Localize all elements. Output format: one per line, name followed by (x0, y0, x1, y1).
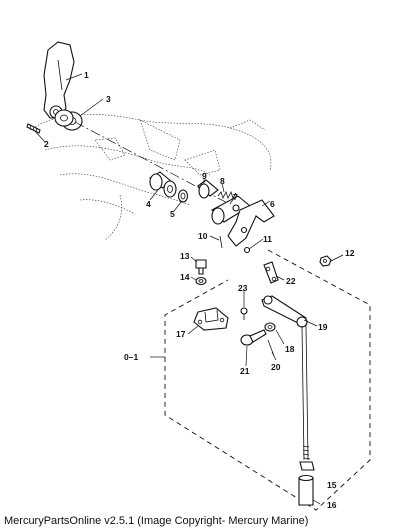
assembly-boundary (164, 249, 371, 511)
leader-lines (33, 73, 344, 505)
callout-3: 3 (106, 94, 111, 104)
callout-21: 21 (240, 366, 250, 376)
callout-20: 20 (271, 362, 281, 372)
callout-17: 17 (176, 329, 186, 339)
washer-14 (195, 276, 207, 286)
clevis-pin (240, 329, 267, 346)
callout-14: 14 (180, 272, 190, 282)
roll-pin (26, 123, 41, 134)
control-rod (301, 325, 311, 461)
callout-labels: 1 2 3 4 5 6 7 8 9 10 11 12 13 14 15 16 1… (44, 70, 355, 510)
callout-5: 5 (170, 209, 175, 219)
callout-9: 9 (202, 171, 207, 181)
callout-16: 16 (327, 500, 337, 510)
washer-set (54, 109, 83, 131)
bushing-pair (149, 171, 177, 198)
callout-4: 4 (146, 199, 151, 209)
rod-nut (299, 461, 315, 471)
mounting-bracket (193, 307, 229, 331)
link-arm (261, 295, 308, 328)
callout-18: 18 (285, 344, 295, 354)
callout-assembly: 0–1 (124, 352, 138, 362)
callout-19: 19 (318, 322, 328, 332)
callout-10: 10 (198, 231, 208, 241)
callout-2: 2 (44, 139, 49, 149)
link-plate (263, 261, 279, 284)
washer-18 (264, 322, 276, 332)
callout-22: 22 (286, 276, 296, 286)
sleeve (197, 179, 219, 199)
hex-bolt (195, 259, 207, 275)
nut-11 (243, 246, 251, 254)
spring (217, 190, 237, 200)
callout-12: 12 (345, 248, 355, 258)
rod-end (298, 474, 314, 506)
screw-10 (219, 235, 223, 249)
callout-7: 7 (233, 192, 238, 202)
callout-6: 6 (270, 199, 275, 209)
callout-8: 8 (220, 176, 225, 186)
callout-11: 11 (263, 234, 272, 244)
small-bushing (177, 189, 189, 203)
callout-23: 23 (238, 283, 248, 293)
callout-13: 13 (180, 251, 190, 261)
lock-nut (319, 255, 332, 267)
screw-23 (240, 307, 248, 320)
throttle-lever-arm (43, 41, 75, 119)
callout-15: 15 (327, 480, 337, 490)
copyright-caption: MercuryPartsOnline v2.5.1 (Image Copyrig… (4, 515, 309, 527)
throttle-shaft-bracket (211, 195, 275, 247)
callout-1: 1 (84, 70, 89, 80)
